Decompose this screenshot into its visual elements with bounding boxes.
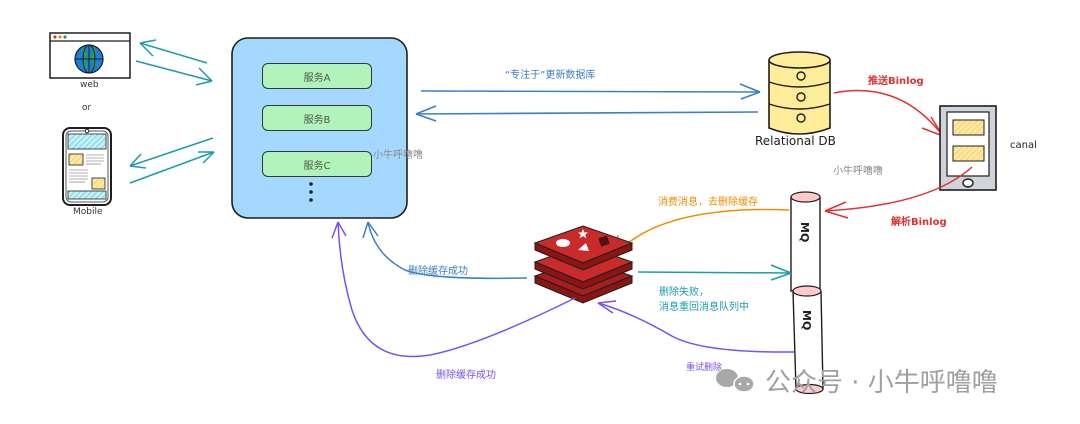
service-b: 服务B [262,105,372,131]
parse-binlog-arrow [824,166,973,219]
web-services-arrows [135,39,213,86]
ellipsis-dots [309,182,313,202]
mq-tube-bottom [792,285,824,395]
watermark-services: 小牛呼噜噜 [373,150,423,161]
consume-delete-label: 消费消息，去删除缓存 [658,197,758,208]
wechat-icon [716,369,755,393]
delete-fail-label-1: 删除失败， [659,287,709,298]
mq-label-top: MQ [798,222,811,243]
update-db-label: “专注于”更新数据库 [505,70,596,81]
mobile-phone-icon [62,127,112,206]
database-label: Relational DB [755,134,836,148]
canal-label: canal [1010,140,1037,151]
web-browser-icon [49,32,131,79]
delete-success-arrow-1 [362,221,528,280]
retry-delete-arrow [597,300,795,353]
or-label: or [82,103,92,113]
web-label: web [80,80,99,90]
consume-delete-arrow [614,208,790,256]
redis-icon [533,225,634,304]
delete-success-arrow-2 [331,221,576,358]
services-db-arrows [415,83,761,122]
delete-success-label-1: 删除缓存成功 [408,266,468,277]
delete-fail-arrow [637,264,792,281]
service-a: 服务A [262,63,372,89]
mq-label-bottom: MQ [800,310,813,331]
retry-delete-label: 重试删除 [686,363,723,373]
globe-icon [74,44,104,74]
watermark-canal: 小牛呼噜噜 [833,166,883,177]
parse-binlog-label: 解析Binlog [891,217,947,228]
mobile-services-arrows [129,137,215,184]
service-c: 服务C [262,151,372,177]
mobile-label: Mobile [73,207,103,217]
delete-fail-label-2: 消息重回消息队列中 [659,302,749,313]
database-icon [768,51,831,135]
send-binlog-label: 推送Binlog [868,76,924,87]
delete-success-label-2: 删除缓存成功 [436,370,496,381]
footer-watermark: 公众号 · 小牛呼噜噜 [765,368,998,398]
send-binlog-arrow [833,89,944,137]
canal-device-icon [939,105,997,191]
